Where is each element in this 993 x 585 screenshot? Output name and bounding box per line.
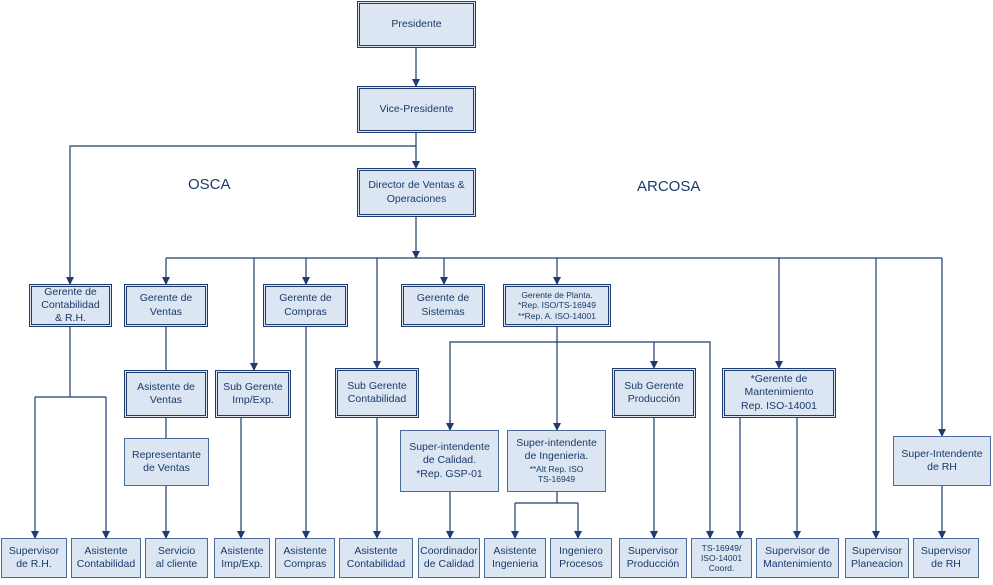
superintendente-ingenieria-title: Super-intendente de Ingenieria. bbox=[516, 437, 597, 463]
node-gerente-mantenimiento: *Gerente de Mantenimiento Rep. ISO-14001 bbox=[722, 368, 836, 418]
node-supervisor-planeacion: Supervisor Planeacion bbox=[845, 538, 909, 578]
node-supervisor-produccion: Supervisor Producción bbox=[619, 538, 687, 578]
region-label-arcosa: ARCOSA bbox=[637, 178, 701, 195]
node-asistente-impexp: Asistente Imp/Exp. bbox=[214, 538, 270, 578]
node-supervisor-rh-right: Supervisor de RH bbox=[913, 538, 979, 578]
node-servicio-cliente: Servicio al cliente bbox=[145, 538, 208, 578]
node-ts-coord: TS-16949/ ISO-14001 Coord. bbox=[691, 538, 752, 578]
node-subgerente-produccion: Sub Gerente Producción bbox=[612, 368, 696, 418]
node-gerente-contabilidad: Gerente de Contabilidad & R.H. bbox=[29, 284, 112, 327]
node-supervisor-rh-left: Supervisor de R.H. bbox=[1, 538, 67, 578]
node-asistente-ingenieria: Asistente Ingenieria bbox=[484, 538, 546, 578]
node-asistente-compras: Asistente Compras bbox=[275, 538, 335, 578]
node-vicepresidente: Vice-Presidente bbox=[357, 86, 476, 133]
node-asistente-contabilidad-left: Asistente Contabilidad bbox=[71, 538, 141, 578]
node-superintendente-ingenieria: Super-intendente de Ingenieria. **Alt Re… bbox=[507, 430, 606, 492]
node-presidente: Presidente bbox=[357, 1, 476, 48]
node-superintendente-rh: Super-Intendente de RH bbox=[893, 436, 991, 486]
node-gerente-compras: Gerente de Compras bbox=[263, 284, 348, 327]
node-gerente-planta: Gerente de Planta. *Rep. ISO/TS-16949 **… bbox=[503, 284, 611, 327]
node-subgerente-contabilidad: Sub Gerente Contabilidad bbox=[335, 368, 419, 418]
node-asistente-contabilidad: Asistente Contabilidad bbox=[339, 538, 413, 578]
node-supervisor-mantenimiento: Supervisor de Mantenimiento bbox=[756, 538, 839, 578]
node-director: Director de Ventas & Operaciones bbox=[357, 168, 476, 217]
node-coordinador-calidad: Coordinador de Calidad bbox=[418, 538, 480, 578]
region-label-osca: OSCA bbox=[188, 176, 231, 193]
node-asistente-ventas: Asistente de Ventas bbox=[124, 370, 208, 418]
node-subgerente-impexp: Sub Gerente Imp/Exp. bbox=[215, 370, 291, 418]
node-ingeniero-procesos: Ingeniero Procesos bbox=[550, 538, 612, 578]
node-representante-ventas: Representante de Ventas bbox=[124, 438, 209, 486]
superintendente-ingenieria-note: **Alt Rep. ISO TS-16949 bbox=[529, 463, 584, 485]
node-gerente-sistemas: Gerente de Sistemas bbox=[401, 284, 485, 327]
node-gerente-ventas: Gerente de Ventas bbox=[124, 284, 208, 327]
node-superintendente-calidad: Super-intendente de Calidad. *Rep. GSP-0… bbox=[400, 430, 499, 492]
